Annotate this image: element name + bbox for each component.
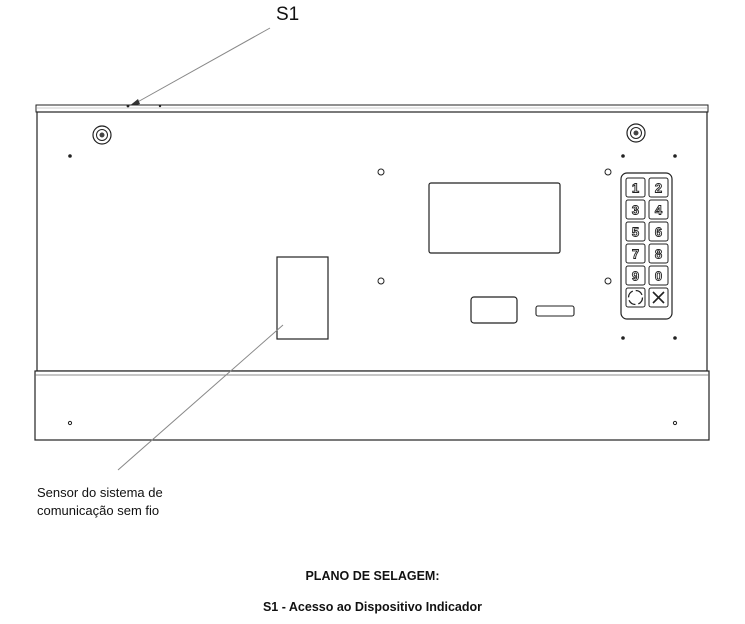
seal-point-s1 [126, 104, 130, 108]
top-rail [35, 104, 709, 113]
card-slot [535, 305, 575, 317]
keypad-key-label: 9 [632, 269, 639, 284]
enter-circle-icon [627, 289, 644, 306]
keypad-key-6[interactable]: 6 [648, 221, 669, 242]
keypad-key-label: 8 [655, 247, 662, 262]
keypad-key-8[interactable]: 8 [648, 243, 669, 264]
keypad-key-label: 6 [655, 225, 662, 240]
keypad-key-label: 5 [632, 225, 639, 240]
display-hole [377, 277, 385, 285]
upper-panel [36, 111, 708, 372]
sensor-label: Sensor do sistema de comunicação sem fio [37, 484, 257, 520]
rail-screw [158, 104, 162, 108]
keypad-key-label: 0 [655, 269, 662, 284]
display-hole [377, 168, 385, 176]
printer-slot [470, 296, 518, 324]
keypad-key-label: 1 [632, 181, 639, 196]
keypad-enter-key[interactable] [625, 287, 646, 308]
sensor-label-line-2: comunicação sem fio [37, 503, 160, 518]
sealing-plan-title: PLANO DE SELAGEM: [305, 569, 440, 583]
hole [68, 154, 72, 158]
keypad-key-2[interactable]: 2 [648, 177, 669, 198]
keypad-key-3[interactable]: 3 [625, 199, 646, 220]
keypad-key-4[interactable]: 4 [648, 199, 669, 220]
keypad-cancel-key[interactable] [648, 287, 669, 308]
sensor-leader-line [117, 324, 284, 471]
hole [621, 336, 625, 340]
keypad-key-label: 4 [655, 203, 663, 218]
lower-panel [34, 370, 710, 441]
keypad-key-5[interactable]: 5 [625, 221, 646, 242]
hole [673, 154, 677, 158]
keypad-key-label: 2 [655, 181, 662, 196]
keypad-key-9[interactable]: 9 [625, 265, 646, 286]
keypad-key-1[interactable]: 1 [625, 177, 646, 198]
close-x-icon [652, 291, 665, 304]
display-window [428, 182, 561, 254]
hole [621, 154, 625, 158]
lower-panel-screw-left [67, 420, 73, 426]
mounting-boss-left [92, 125, 112, 145]
keypad-key-label: 7 [632, 247, 639, 262]
lower-panel-screw-right [672, 420, 678, 426]
s1-leader-line [133, 27, 271, 105]
sealing-plan-item-s1: S1 - Acesso ao Dispositivo Indicador [262, 600, 483, 614]
keypad-key-0[interactable]: 0 [648, 265, 669, 286]
s1-label: S1 [276, 4, 300, 25]
keypad-key-7[interactable]: 7 [625, 243, 646, 264]
mounting-boss-right [626, 123, 646, 143]
display-hole [604, 168, 612, 176]
sensor-label-line-1: Sensor do sistema de [37, 485, 163, 500]
keypad-key-label: 3 [632, 203, 639, 218]
hole [673, 336, 677, 340]
display-hole [604, 277, 612, 285]
keypad: 1 2 3 4 5 6 7 8 9 0 [620, 172, 673, 320]
wireless-sensor [276, 256, 329, 340]
